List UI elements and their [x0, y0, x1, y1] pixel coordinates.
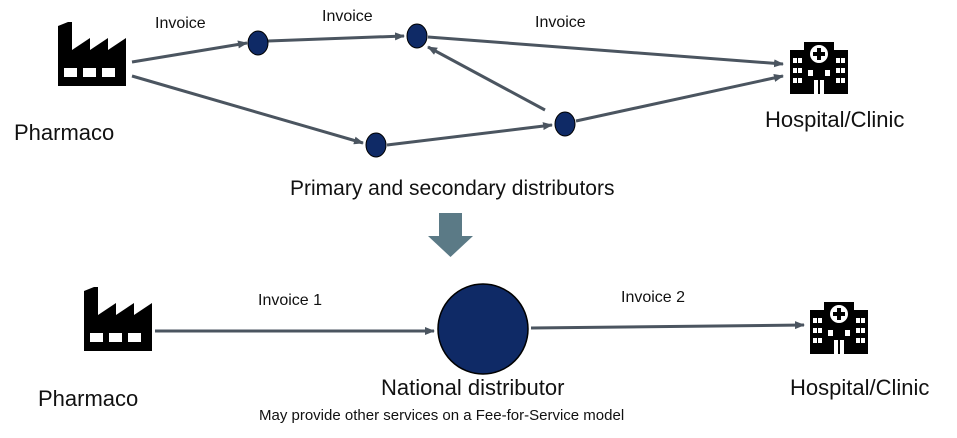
distributor-node — [365, 132, 387, 158]
edge-d3-to-d4 — [386, 122, 553, 147]
down-arrow-icon — [428, 213, 473, 257]
hospital-clinic-label: Hospital/Clinic — [765, 107, 905, 132]
edge-d4-to-hospital — [575, 74, 784, 123]
edge-label-invoice: Invoice — [155, 15, 206, 32]
national-distributor-note: May provide other services on a Fee-for-… — [259, 407, 625, 424]
edge-d4-to-d2 — [427, 45, 546, 112]
edge-d1-to-d2 — [267, 32, 405, 43]
hospital-icon — [810, 302, 868, 354]
distributor-node — [406, 23, 428, 49]
pharmaco-label: Pharmaco — [38, 386, 139, 411]
edge-national-to-hospital — [530, 321, 805, 330]
edge-label-invoice: Invoice — [322, 8, 373, 25]
diagram-caption: Primary and secondary distributors — [290, 177, 615, 200]
edge-label-invoice-1: Invoice 1 — [258, 292, 323, 309]
edge-label-invoice: Invoice — [535, 14, 586, 31]
edge-label-invoice-2: Invoice 2 — [621, 289, 686, 306]
distributor-node — [554, 111, 576, 137]
hospital-clinic-label: Hospital/Clinic — [790, 375, 930, 400]
distributor-node — [247, 30, 269, 56]
factory-icon — [84, 287, 152, 351]
pharmaco-label: Pharmaco — [14, 120, 115, 145]
factory-icon — [58, 22, 126, 86]
hospital-icon — [790, 42, 848, 94]
national-distributor-label: National distributor — [381, 375, 565, 400]
edge-d2-to-hospital — [427, 35, 784, 68]
edge-pharmaco-to-d1 — [131, 40, 248, 64]
edge-pharmaco-to-d3 — [131, 74, 364, 145]
national-distributor-node — [437, 283, 529, 375]
